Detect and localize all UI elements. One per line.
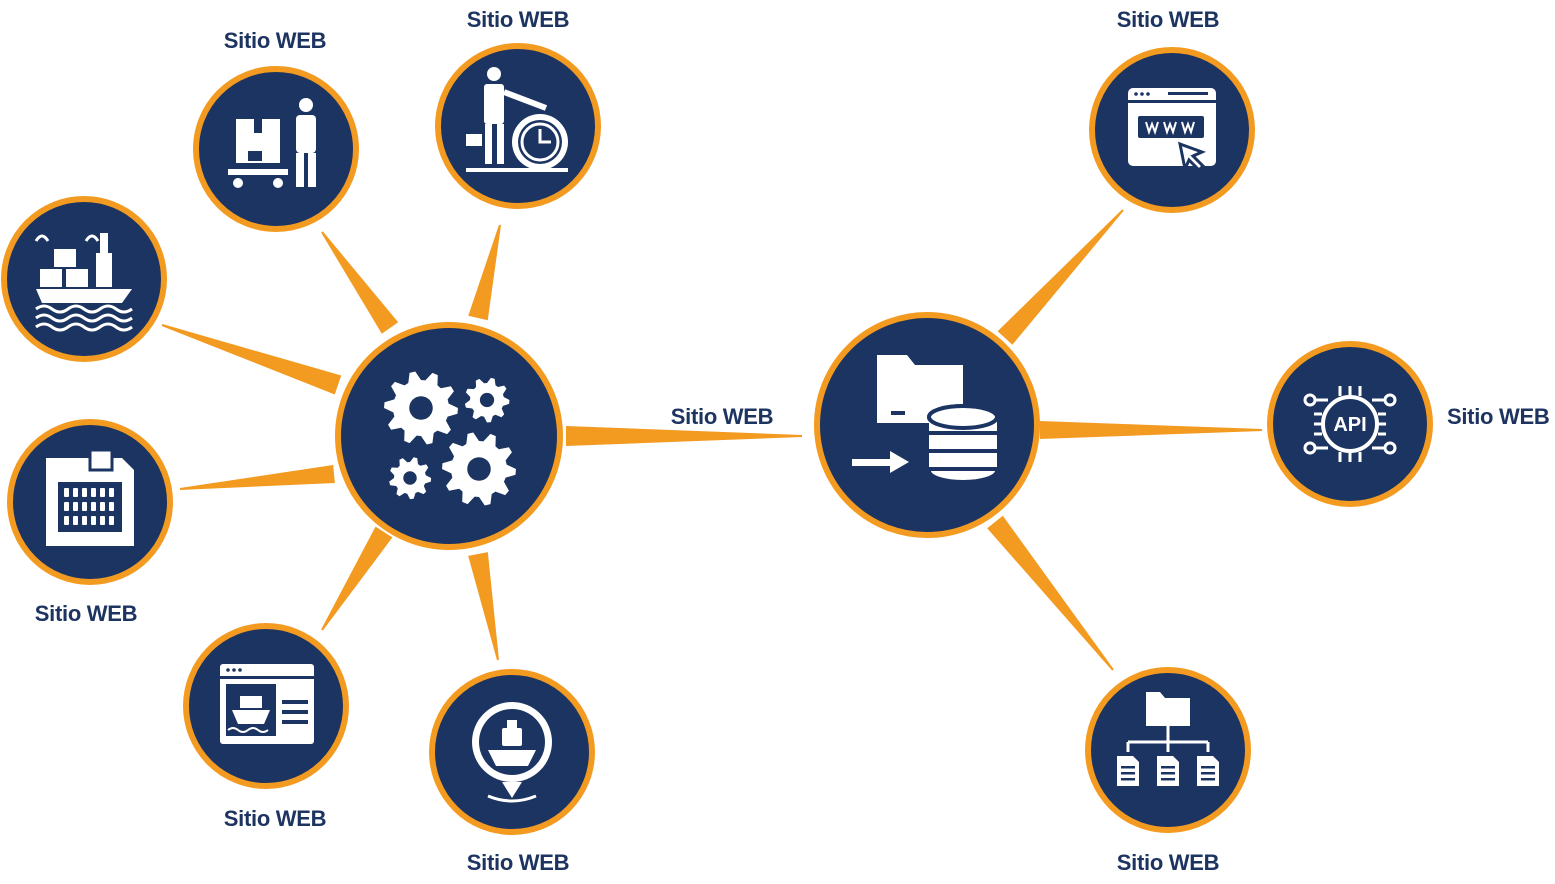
hub-right <box>814 312 1040 538</box>
spoke-center-link <box>566 426 802 446</box>
connector-spokes <box>161 209 1262 671</box>
www-browser-cursor-icon <box>1128 88 1216 174</box>
spoke-binary-disk <box>179 465 335 490</box>
ship-location-pin-icon <box>472 702 552 803</box>
node-forklift-boxes <box>193 66 359 232</box>
spoke-ship-location <box>468 552 499 661</box>
gears-icon <box>384 371 516 506</box>
cargo-ship-containers-icon <box>34 233 133 332</box>
api-chip-icon: API <box>1303 386 1397 462</box>
node-api-chip: API <box>1267 341 1433 507</box>
label-worker-boxes: Sitio WEB <box>223 28 327 53</box>
worker-loading-boxes-icon <box>228 98 316 188</box>
svg-text:API: API <box>1333 414 1366 436</box>
label-file-tree: Sitio WEB <box>1116 850 1220 875</box>
node-ship-location <box>429 669 595 835</box>
label-ship-location: Sitio WEB <box>466 850 570 875</box>
hub-left <box>335 322 563 550</box>
delivery-person-clock-icon <box>466 67 568 172</box>
label-binary-disk: Sitio WEB <box>34 601 138 626</box>
spoke-file-tree <box>987 515 1114 671</box>
spoke-worker-boxes <box>321 231 399 334</box>
label-center-link: Sitio WEB <box>670 404 774 429</box>
node-delivery-time <box>435 43 601 209</box>
spoke-delivery-time <box>468 224 501 321</box>
label-ship-browser: Sitio WEB <box>223 806 327 831</box>
browser-ship-icon <box>220 664 314 744</box>
node-ship-browser <box>183 623 349 789</box>
spoke-api-chip <box>1040 421 1262 439</box>
folder-database-transfer-icon <box>852 355 999 484</box>
spoke-ship-browser <box>321 526 393 631</box>
folder-file-tree-icon <box>1117 692 1219 786</box>
node-www-browser <box>1089 47 1255 213</box>
floppy-disk-binary-icon <box>46 448 134 546</box>
node-binary-disk <box>7 419 173 585</box>
spoke-cargo-ship <box>161 324 342 395</box>
spoke-www-browser <box>997 209 1124 345</box>
label-api-chip: Sitio WEB <box>1447 404 1550 429</box>
diagram-nodes: API <box>1 43 1433 835</box>
label-www-browser: Sitio WEB <box>1116 7 1220 32</box>
node-file-tree <box>1085 667 1251 833</box>
label-delivery-time: Sitio WEB <box>466 7 570 32</box>
node-cargo-ship <box>1 196 167 362</box>
